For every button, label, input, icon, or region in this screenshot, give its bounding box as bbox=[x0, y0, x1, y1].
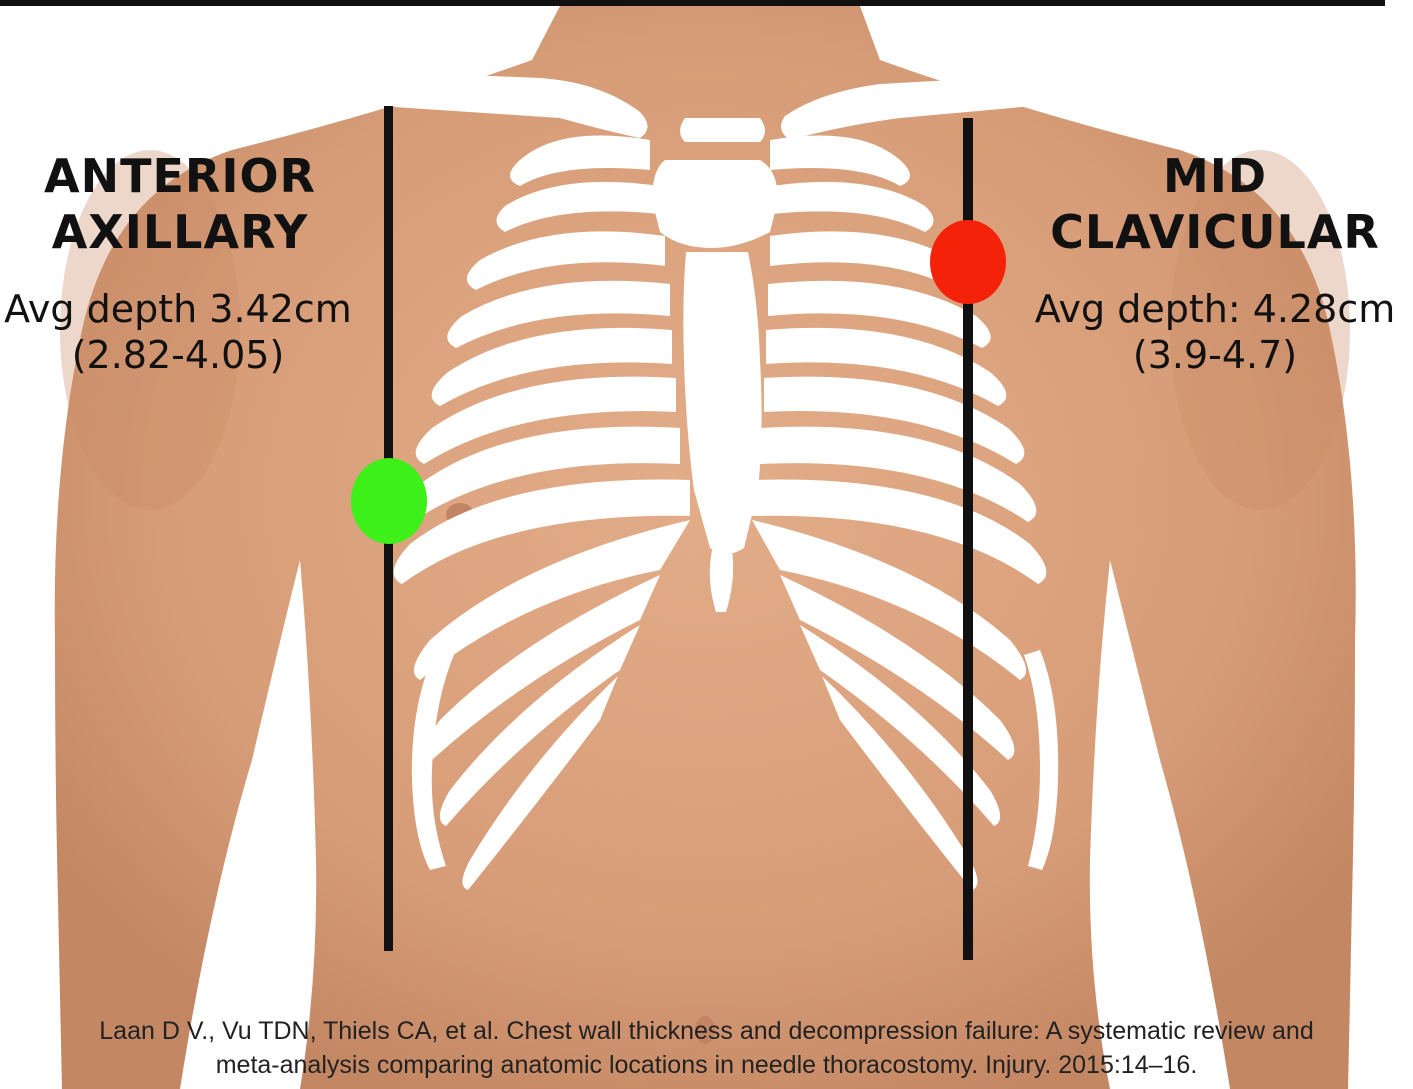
anterior-axillary-depth: Avg depth 3.42cm (2.82-4.05) bbox=[0, 286, 356, 378]
anterior-axillary-heading-line1: ANTERIOR bbox=[0, 148, 360, 204]
anterior-axillary-depth-avg: Avg depth 3.42cm bbox=[0, 286, 356, 332]
anterior-axillary-heading: ANTERIOR AXILLARY bbox=[0, 148, 360, 260]
anterior-axillary-depth-range: (2.82-4.05) bbox=[0, 332, 356, 378]
anterior-axillary-heading-line2: AXILLARY bbox=[0, 204, 360, 260]
citation-line1: Laan D V., Vu TDN, Thiels CA, et al. Che… bbox=[0, 1014, 1413, 1048]
top-border-bar bbox=[0, 0, 1385, 6]
mid-clavicular-depth-avg: Avg depth: 4.28cm bbox=[1030, 286, 1400, 332]
anterior-axillary-site-marker bbox=[351, 458, 427, 544]
citation-line2: meta-analysis comparing anatomic locatio… bbox=[0, 1048, 1413, 1082]
mid-clavicular-heading-line1: MID bbox=[1030, 148, 1400, 204]
manubrium bbox=[652, 160, 778, 248]
mid-clavicular-heading: MID CLAVICULAR bbox=[1030, 148, 1400, 260]
citation: Laan D V., Vu TDN, Thiels CA, et al. Che… bbox=[0, 1014, 1413, 1082]
mid-clavicular-depth: Avg depth: 4.28cm (3.9-4.7) bbox=[1030, 286, 1400, 378]
mid-clavicular-heading-line2: CLAVICULAR bbox=[1030, 204, 1400, 260]
mid-clavicular-depth-range: (3.9-4.7) bbox=[1030, 332, 1400, 378]
mid-clavicular-site-marker bbox=[930, 220, 1006, 304]
jugular-notch-bone bbox=[680, 118, 765, 142]
